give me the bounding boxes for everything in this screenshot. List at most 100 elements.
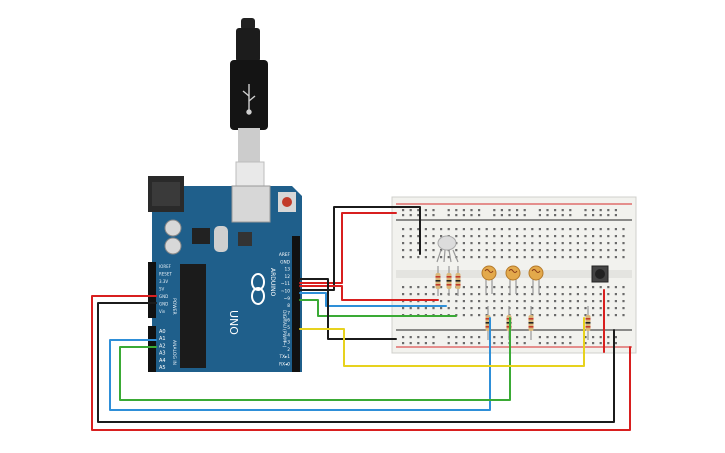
pushbutton[interactable] — [591, 265, 609, 283]
terminal-hole — [493, 300, 496, 303]
terminal-hole — [531, 293, 534, 296]
wire-green-a2[interactable] — [119, 317, 511, 401]
terminal-hole — [592, 242, 595, 245]
terminal-hole — [447, 256, 450, 259]
terminal-hole — [455, 300, 458, 303]
resistor-band — [435, 276, 441, 278]
rail-hole — [455, 336, 458, 339]
terminal-hole — [576, 228, 579, 231]
terminal-hole — [576, 286, 579, 289]
terminal-hole — [432, 249, 435, 252]
terminal-hole — [523, 307, 526, 310]
terminal-hole — [462, 293, 465, 296]
photoresistor[interactable] — [481, 265, 497, 281]
power-pin-label: Vin — [159, 309, 166, 314]
arduino-board[interactable]: ARDUINO UNO DIGITAL (PWM~) POWER ANALOG … — [148, 176, 302, 372]
rail-hole — [462, 209, 465, 212]
terminal-hole — [409, 300, 412, 303]
terminal-hole — [493, 228, 496, 231]
terminal-hole — [569, 249, 572, 252]
rail-hole — [592, 214, 595, 217]
terminal-hole — [447, 300, 450, 303]
terminal-hole — [424, 249, 427, 252]
terminal-hole — [508, 249, 511, 252]
terminal-hole — [569, 242, 572, 245]
terminal-hole — [432, 228, 435, 231]
wire-red-led[interactable] — [299, 285, 439, 301]
terminal-hole — [455, 293, 458, 296]
wire-green-led[interactable] — [299, 299, 457, 317]
terminal-hole — [402, 300, 405, 303]
terminal-hole — [614, 235, 617, 238]
terminal-hole — [417, 300, 420, 303]
terminal-hole — [531, 249, 534, 252]
terminal-hole — [592, 300, 595, 303]
terminal-hole — [569, 293, 572, 296]
terminal-hole — [432, 307, 435, 310]
terminal-hole — [599, 228, 602, 231]
terminal-hole — [508, 228, 511, 231]
rail-hole — [432, 209, 435, 212]
terminal-hole — [561, 286, 564, 289]
wire-red-top-rail[interactable] — [299, 212, 397, 284]
terminal-hole — [516, 314, 519, 317]
wire-red-5v[interactable] — [91, 295, 631, 431]
terminal-hole — [576, 256, 579, 259]
photoresistor[interactable] — [505, 265, 521, 281]
terminal-hole — [599, 300, 602, 303]
wire-black-gnd-rail[interactable] — [299, 278, 397, 340]
terminal-hole — [607, 307, 610, 310]
rail-hole — [538, 336, 541, 339]
atmega-chip — [180, 264, 206, 368]
terminal-hole — [516, 293, 519, 296]
terminal-hole — [546, 235, 549, 238]
terminal-hole — [478, 242, 481, 245]
analog-pin-label: A5 — [159, 365, 166, 371]
terminal-hole — [538, 300, 541, 303]
terminal-hole — [523, 249, 526, 252]
reset-button[interactable] — [282, 197, 292, 207]
terminal-hole — [462, 249, 465, 252]
rgb-led[interactable] — [436, 235, 459, 263]
photoresistor-trace — [531, 269, 541, 273]
rail-hole — [417, 214, 420, 217]
terminal-hole — [592, 249, 595, 252]
terminal-hole — [607, 293, 610, 296]
terminal-hole — [478, 249, 481, 252]
rail-hole — [554, 209, 557, 212]
rail-hole — [447, 209, 450, 212]
wire-blue-led[interactable] — [299, 292, 447, 307]
rail-hole — [554, 342, 557, 345]
terminal-hole — [523, 286, 526, 289]
rail-hole — [607, 336, 610, 339]
terminal-hole — [584, 286, 587, 289]
terminal-hole — [622, 293, 625, 296]
rail-hole — [592, 209, 595, 212]
terminal-hole — [440, 286, 443, 289]
rail-hole — [424, 214, 427, 217]
terminal-hole — [546, 286, 549, 289]
wire-yellow-pin5[interactable] — [299, 317, 585, 367]
rail-hole — [432, 342, 435, 345]
terminal-hole — [622, 314, 625, 317]
rail-hole — [554, 336, 557, 339]
terminal-hole — [478, 314, 481, 317]
wire-black-gnd[interactable] — [97, 302, 615, 423]
terminal-hole — [592, 256, 595, 259]
terminal-hole — [592, 235, 595, 238]
rail-hole — [607, 342, 610, 345]
wire-blue-a1[interactable] — [109, 317, 491, 411]
terminal-hole — [614, 249, 617, 252]
terminal-hole — [493, 307, 496, 310]
photoresistor[interactable] — [528, 265, 544, 281]
terminal-hole — [531, 228, 534, 231]
terminal-hole — [485, 228, 488, 231]
terminal-hole — [584, 307, 587, 310]
terminal-hole — [402, 228, 405, 231]
rail-hole — [592, 342, 595, 345]
wire-black-top-rail[interactable] — [299, 206, 421, 291]
rail-hole — [455, 214, 458, 217]
terminal-hole — [554, 235, 557, 238]
rail-hole — [599, 342, 602, 345]
